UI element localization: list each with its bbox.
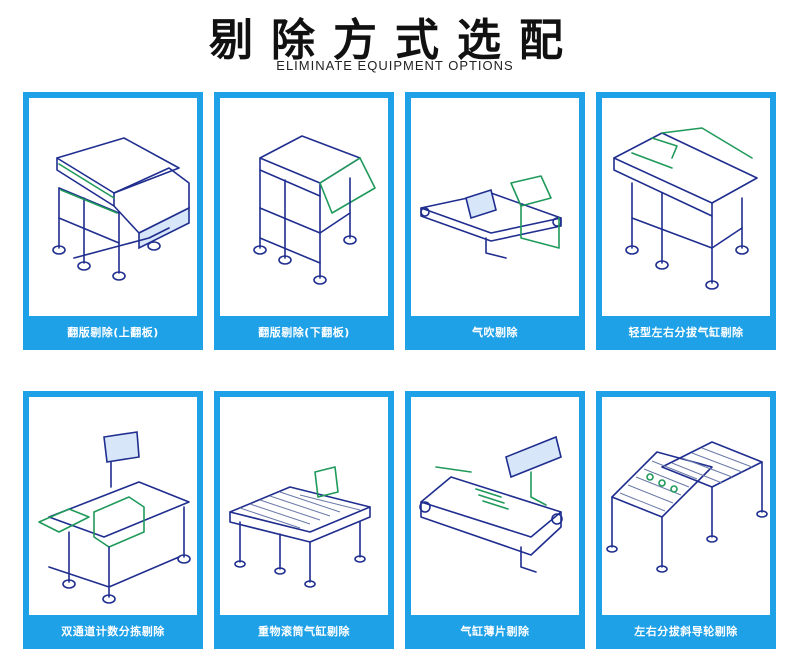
option-card-dual-channel[interactable]: 双通道计数分拣剔除 bbox=[23, 391, 203, 649]
option-image bbox=[220, 98, 388, 316]
option-card-light-pusher[interactable]: 轻型左右分拔气缸剔除 bbox=[596, 92, 776, 350]
option-image bbox=[220, 397, 388, 615]
air-blow-rejector-icon bbox=[420, 175, 562, 259]
option-image bbox=[411, 98, 579, 316]
page-title: 剔除方式选配 bbox=[209, 15, 581, 66]
option-label: 翻版剔除(下翻板) bbox=[258, 326, 350, 339]
flip-down-rejector-icon bbox=[253, 135, 376, 285]
option-image bbox=[602, 98, 770, 316]
diverter-wheel-rejector-icon bbox=[606, 441, 768, 573]
option-label: 双通道计数分拣剔除 bbox=[61, 625, 165, 638]
option-label: 气吹剔除 bbox=[472, 326, 518, 339]
flip-up-rejector-icon bbox=[52, 137, 190, 281]
page-subtitle: ELIMINATE EQUIPMENT OPTIONS bbox=[276, 58, 514, 73]
option-label: 气缸薄片剔除 bbox=[460, 625, 530, 638]
option-card-air-blow[interactable]: 气吹剔除 bbox=[405, 92, 585, 350]
cylinder-blade-rejector-icon bbox=[419, 435, 563, 573]
option-label: 左右分拔斜导轮剔除 bbox=[634, 625, 738, 638]
dual-channel-sorter-icon bbox=[38, 431, 191, 604]
option-image bbox=[29, 397, 197, 615]
light-pusher-rejector-icon bbox=[613, 127, 758, 290]
option-card-diverter-wheel[interactable]: 左右分拔斜导轮剔除 bbox=[596, 391, 776, 649]
roller-pusher-rejector-icon bbox=[229, 466, 371, 588]
option-image bbox=[29, 98, 197, 316]
option-card-cylinder-blade[interactable]: 气缸薄片剔除 bbox=[405, 391, 585, 649]
option-label: 重物滚筒气缸剔除 bbox=[258, 625, 350, 638]
option-image bbox=[602, 397, 770, 615]
option-label: 轻型左右分拔气缸剔除 bbox=[628, 326, 744, 339]
option-card-roller-pusher[interactable]: 重物滚筒气缸剔除 bbox=[214, 391, 394, 649]
option-card-flip-up[interactable]: 翻版剔除(上翻板) bbox=[23, 92, 203, 350]
option-card-flip-down[interactable]: 翻版剔除(下翻板) bbox=[214, 92, 394, 350]
option-label: 翻版剔除(上翻板) bbox=[67, 326, 159, 339]
option-image bbox=[411, 397, 579, 615]
